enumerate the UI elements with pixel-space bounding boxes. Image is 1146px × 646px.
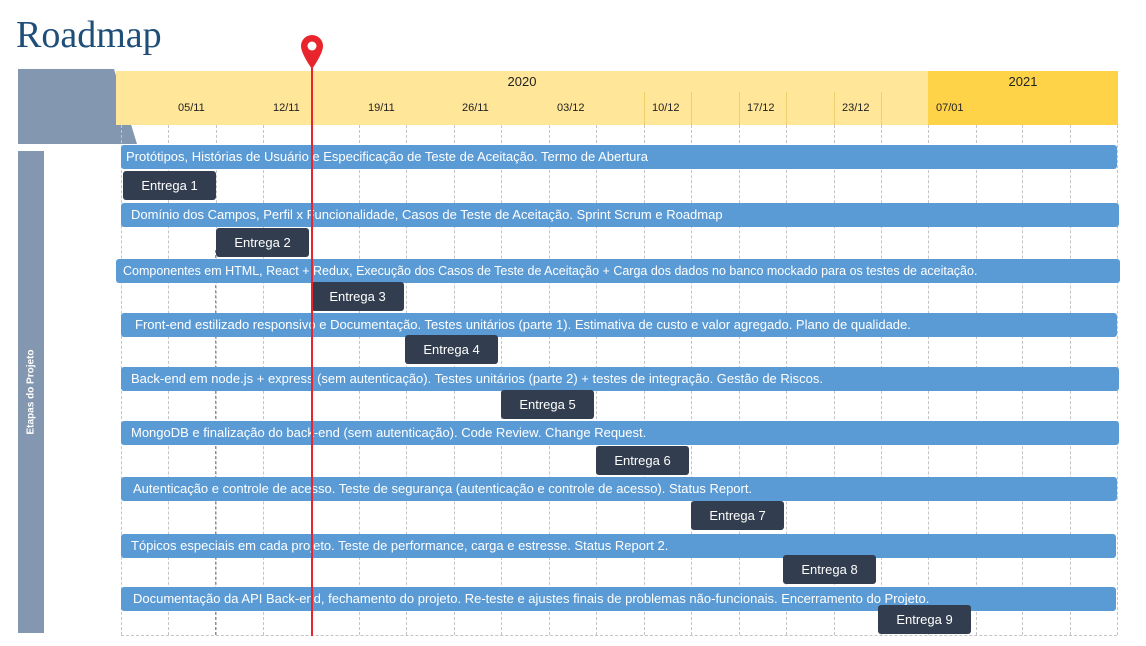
date-cell: [786, 92, 834, 125]
year-2021: 2021: [928, 71, 1118, 92]
date-cell: [121, 92, 168, 125]
delivery-box: Entrega 4: [405, 335, 498, 364]
date-label: 07/01: [936, 102, 964, 114]
year-2020: 2020: [116, 71, 928, 92]
date-label: 12/11: [273, 102, 300, 114]
date-cell: [311, 92, 359, 125]
date-cell: [1022, 92, 1070, 125]
stage-bar: Protótipos, Histórias de Usuário e Espec…: [121, 145, 1117, 169]
date-cell: [501, 92, 549, 125]
delivery-box: Entrega 8: [783, 555, 876, 584]
side-label-bar: Etapas do Projeto: [18, 151, 44, 633]
stage-bar: Tópicos especiais em cada projeto. Teste…: [121, 534, 1116, 558]
date-cell: [1070, 92, 1117, 125]
delivery-box: Entrega 5: [501, 390, 594, 419]
stage-bar: Back-end em node.js + express (sem auten…: [121, 367, 1119, 391]
date-cell: [881, 92, 928, 125]
date-cell: [406, 92, 454, 125]
delivery-box: Entrega 2: [216, 228, 309, 257]
stage-bar: Componentes em HTML, React + Redux, Exec…: [116, 259, 1120, 283]
delivery-box: Entrega 7: [691, 501, 784, 530]
date-cell: [834, 92, 881, 125]
date-cell: [976, 92, 1022, 125]
location-pin-icon: [301, 35, 323, 69]
stage-bar: MongoDB e finalização do back-end (sem a…: [121, 421, 1119, 445]
page-title: Roadmap: [16, 14, 162, 56]
date-cell: [691, 92, 739, 125]
date-label: 23/12: [842, 102, 870, 114]
date-cell: [216, 92, 263, 125]
date-label: 26/11: [462, 102, 489, 114]
delivery-box: Entrega 9: [878, 605, 971, 634]
grid-bottom-line: [121, 635, 1117, 636]
date-row-2021: [928, 92, 1118, 125]
delivery-box: Entrega 3: [311, 282, 404, 311]
delivery-box: Entrega 1: [123, 171, 216, 200]
date-cell: [596, 92, 644, 125]
date-label: 10/12: [652, 102, 680, 114]
stage-bar: Autenticação e controle de acesso. Teste…: [121, 477, 1117, 501]
stage-bar: Front-end estilizado responsivo e Docume…: [121, 313, 1117, 337]
stage-bar: Domínio dos Campos, Perfil x Funcionalid…: [121, 203, 1119, 227]
date-label: 03/12: [557, 102, 585, 114]
side-label: Etapas do Projeto: [25, 349, 37, 435]
date-row-2020: [116, 92, 928, 125]
date-label: 17/12: [747, 102, 775, 114]
today-marker-line: [311, 62, 313, 636]
delivery-box: Entrega 6: [596, 446, 689, 475]
date-label: 05/11: [178, 102, 205, 114]
date-cell: [644, 92, 691, 125]
date-label: 19/11: [368, 102, 395, 114]
date-cell: [739, 92, 786, 125]
